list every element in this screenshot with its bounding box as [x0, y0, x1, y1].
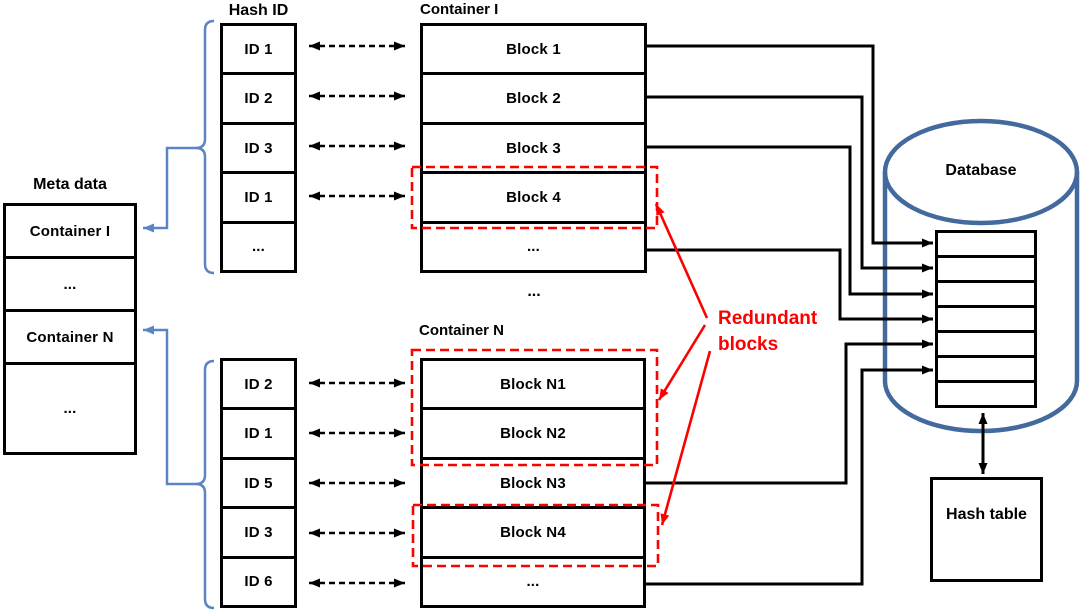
database-title: Database: [945, 162, 1017, 179]
hash-id-cell: ID 3: [223, 506, 294, 555]
hash-id-cell: ...: [223, 220, 294, 270]
container-n-table: Block N1 Block N2 Block N3 Block N4 ...: [420, 358, 646, 608]
redundant-blocks-label: Redundant blocks: [718, 308, 818, 355]
hash-block-link-arrows: [309, 41, 405, 588]
meta-row-ellipsis-2: ...: [6, 362, 134, 452]
db-table-row: [938, 380, 1034, 405]
block-cell: Block N3: [423, 456, 643, 506]
db-table-row: [938, 305, 1034, 330]
block-cell: ...: [423, 220, 644, 270]
block-cell: Block 2: [423, 72, 644, 121]
db-table-row: [938, 355, 1034, 380]
hash-id-cell: ID 1: [244, 40, 273, 58]
meta-data-table: Container I ... Container N ...: [3, 203, 137, 455]
hash-id-cell: ID 2: [223, 72, 294, 121]
container-i-title: Container I: [420, 1, 499, 18]
hash-to-meta-brackets: [143, 19, 215, 610]
block-cell: Block N2: [423, 407, 643, 456]
db-table-row: [938, 255, 1034, 280]
meta-row-container-i: Container I: [29, 222, 111, 240]
container-i-table: Block 1 Block 2 Block 3 Block 4 ...: [420, 23, 647, 273]
block-cell: Block 3: [423, 121, 644, 171]
hash-id-column-top: ID 1 ID 2 ID 3 ID 1 ...: [220, 23, 297, 273]
hash-id-cell: ID 1: [223, 407, 294, 456]
containers-ellipsis: ...: [527, 283, 541, 300]
container-n-title: Container N: [419, 322, 505, 339]
hash-id-cell: ID 6: [223, 555, 294, 605]
hash-id-column-bottom: ID 2 ID 1 ID 5 ID 3 ID 6: [220, 358, 297, 608]
db-table-row: [938, 280, 1034, 305]
hash-table-title: Hash table: [946, 506, 1027, 523]
block-cell: ...: [423, 555, 643, 605]
hash-table-box: Hash table: [930, 477, 1043, 582]
db-table-row: [938, 233, 1034, 255]
database-table: [935, 230, 1037, 408]
block-cell: Block N1: [500, 375, 566, 393]
db-table-row: [938, 330, 1034, 355]
meta-row-ellipsis-1: ...: [6, 256, 134, 309]
redundant-pointer-arrows: [654, 203, 712, 526]
hash-id-title: Hash ID: [228, 2, 289, 19]
hash-id-cell: ID 1: [223, 171, 294, 220]
hash-id-cell: ID 3: [223, 121, 294, 171]
meta-row-container-n: Container N: [6, 309, 134, 362]
hash-id-cell: ID 5: [223, 456, 294, 506]
hash-id-cell: ID 2: [244, 375, 273, 393]
block-cell: Block 4: [423, 171, 644, 220]
block-cell: Block N4: [423, 506, 643, 555]
block-cell: Block 1: [506, 40, 561, 58]
meta-data-title: Meta data: [33, 176, 107, 193]
